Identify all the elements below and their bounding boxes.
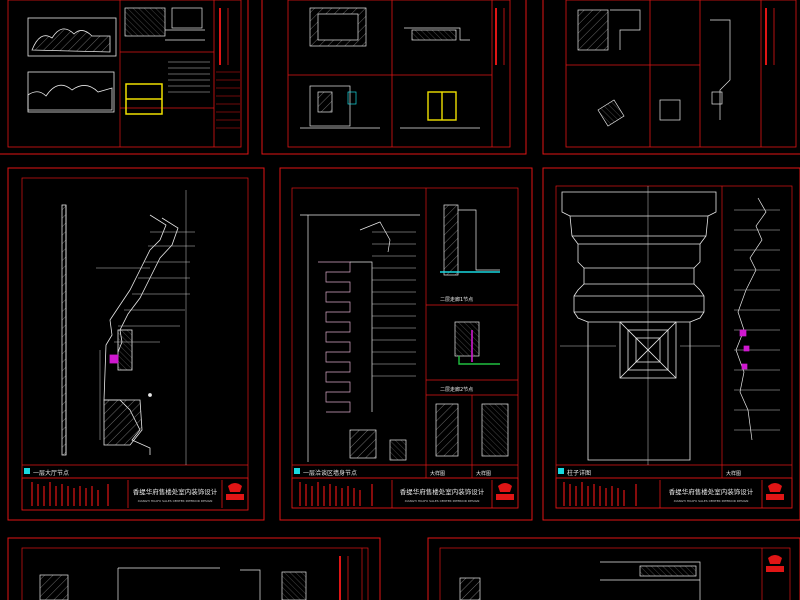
detail-drawings [119,0,214,147]
title-strip [216,8,240,129]
detail-drawings [459,561,701,600]
project-subtitle: XIANGTI HUAFU SALES CENTER INTERIOR DESI… [138,499,213,503]
detail-labels: 一层洽谈区墙身节点 二层走廊1节点 二层走廊2节点 大样图 大样图 [294,296,491,477]
column-profile-detail [734,197,780,441]
sheet-middle-right: 柱子详图 大样图 香缇华府售楼处室内装饰设计 XIANGTI HUAFU SAL… [542,167,800,521]
project-title: 香缇华府售楼处室内装饰设计 [133,487,218,496]
detail-labels: 柱子详图 大样图 [558,468,741,477]
detail-drawings [39,567,307,600]
detail-label-text: 二层走廊1节点 [440,296,473,303]
detail-label-text: 二层走廊2节点 [440,386,473,393]
detail-drawings [300,7,480,129]
detail-label: 一层大厅节点 [24,468,69,477]
sheet-top-left [0,0,249,155]
detail-label-text: 大样图 [726,470,741,477]
logo-icon [228,483,242,492]
detail-label-text: 大样图 [430,470,445,477]
detail-drawings [577,9,731,127]
detail-label-text: 一层洽谈区墙身节点 [303,469,357,477]
logo-icon [498,483,512,492]
title-block: 香缇华府售楼处室内装饰设计 XIANGTI HUAFU SALES CENTER… [21,477,249,511]
detail-label-text: 柱子详图 [567,469,591,477]
sheet-bottom-right [427,537,800,600]
detail-label-text: 大样图 [476,470,491,477]
project-title: 香缇华府售楼处室内装饰设计 [400,487,485,496]
title-block: 香缇华府售楼处室内装饰设计 XIANGTI HUAFU SALES CENTER… [555,477,793,509]
title-strip [766,555,784,572]
column-elevation-drawing [560,186,720,465]
moulding-section-drawing [27,17,117,113]
project-subtitle: XIANGTI HUAFU SALES CENTER INTERIOR DESI… [405,499,480,503]
sheet-middle-left: 一层大厅节点 香缇华府售楼处室内装饰设计 XIANGTI HUAFU SALES… [7,167,265,521]
logo-icon [768,483,782,492]
wall-elevation-drawing [300,214,420,462]
title-block: 香缇华府售楼处室内装饰设计 XIANGTI HUAFU SALES CENTER… [291,477,519,509]
detail-label-text: 一层大厅节点 [33,469,69,477]
sheet-top-middle [261,0,527,155]
sheet-top-right [542,0,800,155]
sheet-middle-center: 一层洽谈区墙身节点 二层走廊1节点 二层走廊2节点 大样图 大样图 香缇华府售楼… [279,167,533,521]
wall-section-drawing [61,190,195,465]
sheet-bottom-left [7,537,381,600]
logo-icon [768,555,782,564]
project-subtitle: XIANGTI HUAFU SALES CENTER INTERIOR DESI… [674,499,749,503]
project-title: 香缇华府售楼处室内装饰设计 [669,487,754,496]
detail-drawings [435,204,509,457]
